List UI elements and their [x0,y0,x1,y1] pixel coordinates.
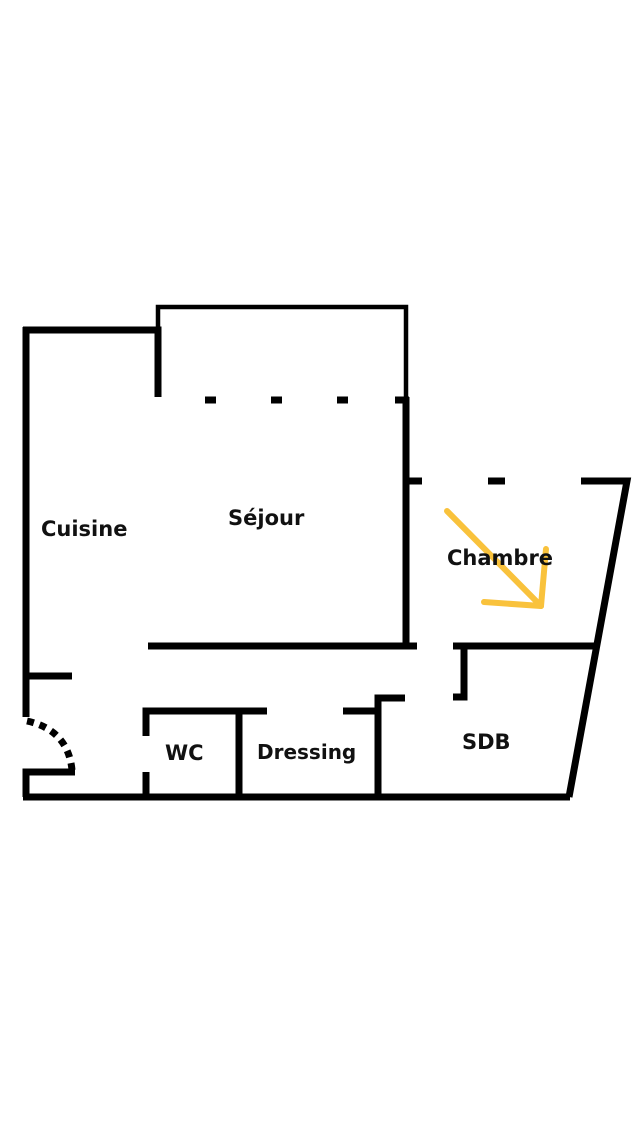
wall-sejour-bump [155,304,409,397]
arrow-icon [444,508,549,609]
room-label-dressing: Dressing [257,740,356,764]
wall-sdb-dressing [374,694,405,797]
wall-wc-top [142,707,267,736]
wall-entrance-stub [22,768,75,797]
door-swing-arc [26,717,76,771]
room-label-sejour: Séjour [228,506,305,530]
wall-kitchen-top-left [23,326,162,397]
room-label-cuisine: Cuisine [41,517,127,541]
room-label-chambre: Chambre [447,546,553,570]
wall-sdb-left [453,646,468,701]
room-label-sdb: SDB [462,730,511,754]
walls [22,304,632,801]
room-label-wc: WC [165,741,204,765]
wall-chambre-top-right [565,477,632,798]
room-labels: Cuisine Séjour Chambre WC Dressing SDB [41,506,553,765]
